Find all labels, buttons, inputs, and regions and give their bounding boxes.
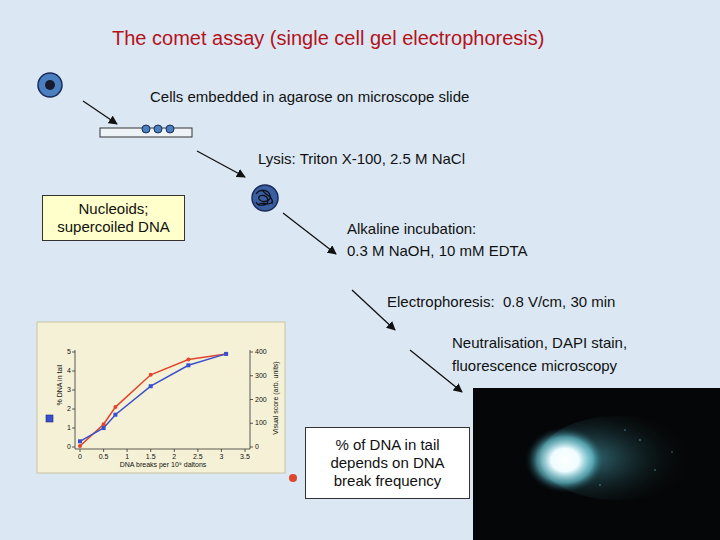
tick-label: 4 — [67, 367, 71, 375]
tick-label: 200 — [255, 395, 267, 403]
nucleoid-icon — [252, 185, 278, 211]
tick-label: 400 — [255, 348, 267, 356]
tick-label: 0 — [78, 453, 82, 461]
tick-label: 100 — [255, 419, 267, 427]
axis-title: DNA breaks per 10⁹ daltons — [120, 461, 207, 469]
text-box: Nucleoids; supercoiled DNA — [42, 195, 185, 241]
tick-label: 300 — [255, 372, 267, 380]
tick-label: 2 — [172, 453, 176, 461]
tick-label: 1.5 — [146, 453, 156, 461]
step-label: Neutralisation, DAPI stain, — [452, 334, 627, 352]
tick-label: 3 — [219, 453, 223, 461]
axis-title: Visual score (arb. units) — [272, 361, 280, 434]
tick-label: 2 — [67, 405, 71, 413]
tick-label: 2.5 — [193, 453, 203, 461]
tick-label: 1 — [125, 453, 129, 461]
step-label: 0.3 M NaOH, 10 mM EDTA — [347, 242, 528, 260]
dose-response-chart — [37, 322, 285, 473]
step-label: Lysis: Triton X-100, 2.5 M NaCl — [258, 150, 465, 168]
comet-micrograph — [473, 388, 720, 540]
tick-label: 0 — [255, 443, 259, 451]
microscope-slide — [100, 125, 192, 137]
tick-label: 0 — [67, 443, 71, 451]
axis-title: % DNA in tail — [56, 365, 64, 406]
tick-label: 0.5 — [99, 453, 109, 461]
text-box: % of DNA in tail depends on DNA break fr… — [305, 427, 470, 499]
tick-label: 5 — [67, 348, 71, 356]
tick-label: 3.5 — [240, 453, 250, 461]
step-label: Alkaline incubation: — [347, 220, 476, 238]
tick-label: 3 — [67, 386, 71, 394]
step-label: fluorescence microscopy — [452, 357, 617, 375]
series-marker — [289, 474, 297, 482]
step-label: Cells embedded in agarose on microscope … — [150, 88, 469, 106]
box-text: Nucleoids; supercoiled DNA — [49, 200, 178, 236]
title: The comet assay (single cell gel electro… — [112, 27, 544, 50]
box-text: % of DNA in tail depends on DNA break fr… — [316, 436, 459, 490]
step-label: Electrophoresis: 0.8 V/cm, 30 min — [387, 293, 615, 311]
tick-label: 1 — [67, 424, 71, 432]
cell-icon — [38, 73, 62, 97]
